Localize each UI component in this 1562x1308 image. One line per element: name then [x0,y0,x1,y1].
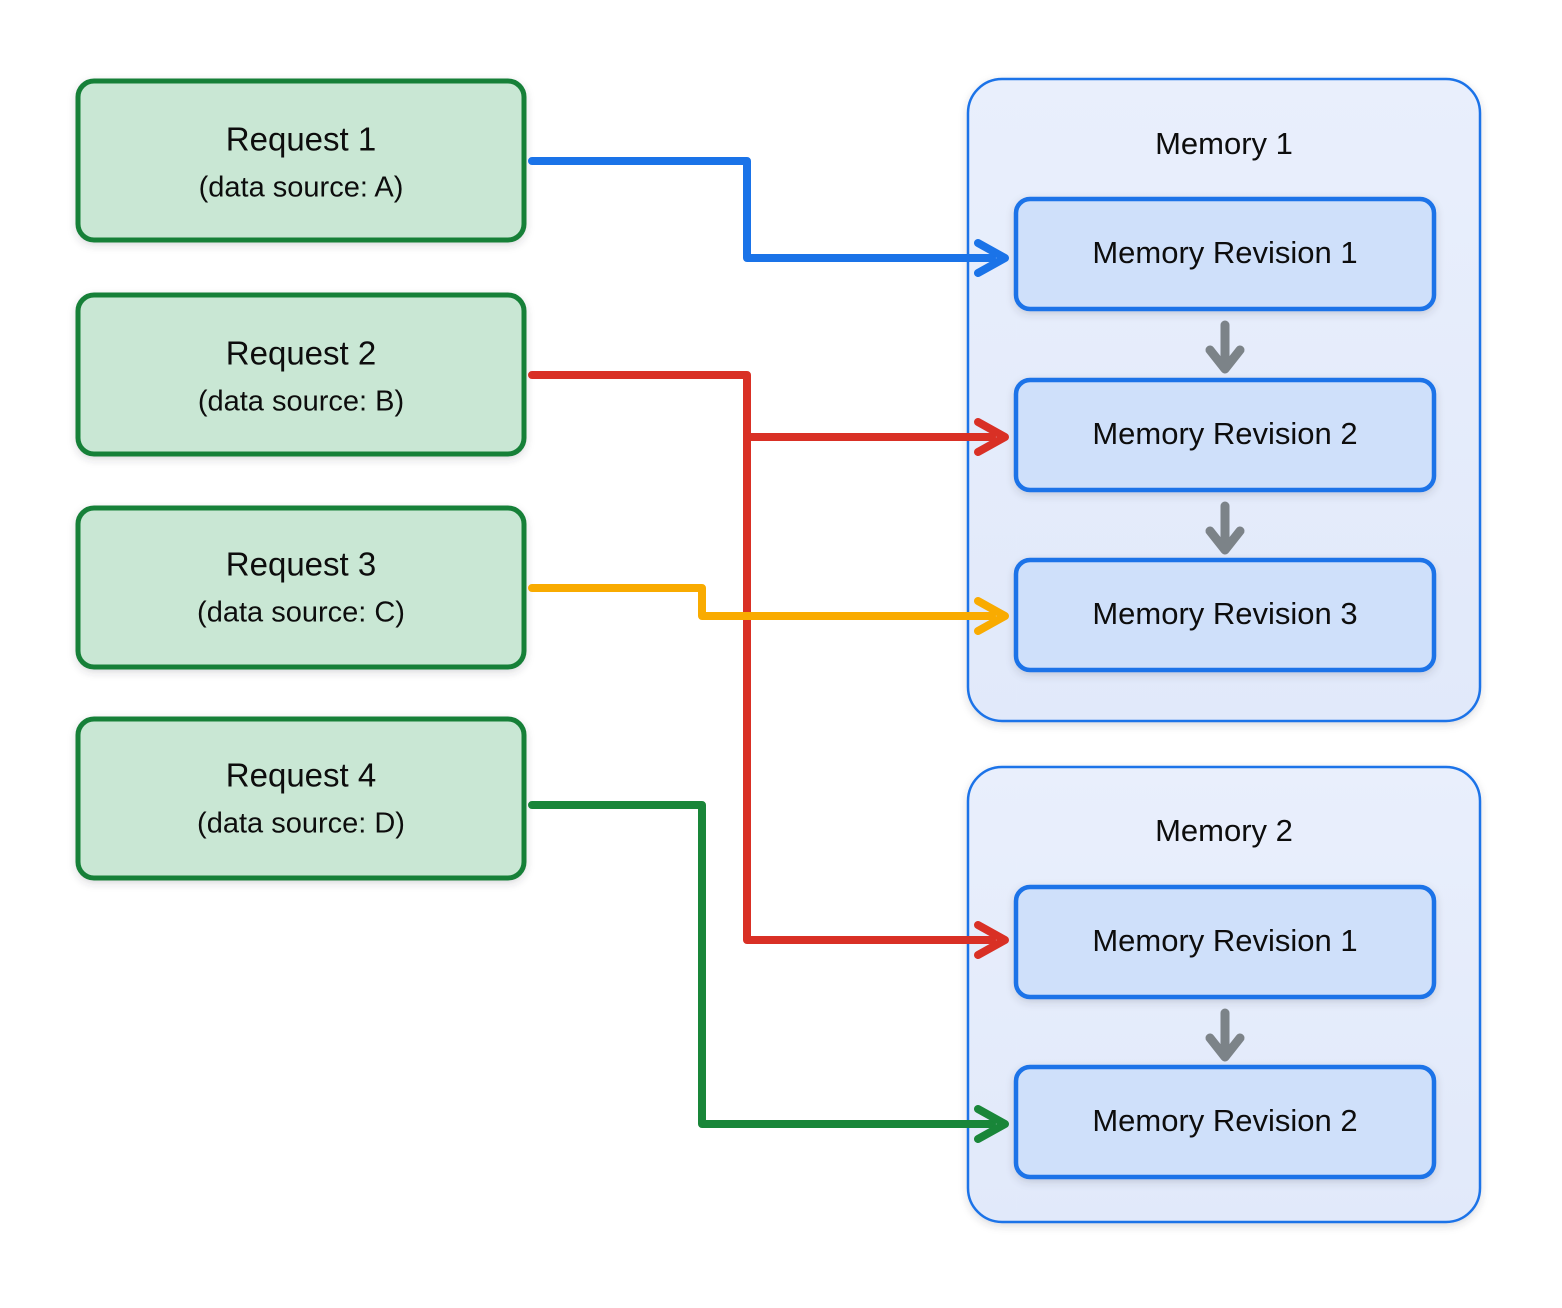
memory-2-revision-box-2-label: Memory Revision 2 [1092,1103,1357,1138]
request-box-4-title: Request 4 [226,757,376,794]
memory-container-1-title: Memory 1 [1155,126,1293,161]
request-box-3-title: Request 3 [226,546,376,583]
memory-2-revision-box-2[interactable]: Memory Revision 2 [1013,1064,1437,1180]
memory-1-flow-arrow-1 [1205,320,1245,374]
request-box-3[interactable]: Request 3 (data source: C) [75,505,527,670]
request-box-3-subtitle: (data source: C) [197,597,405,629]
request-box-1-title: Request 1 [226,121,376,158]
request-box-3-shape [75,505,527,670]
request-box-1-subtitle: (data source: A) [199,172,404,204]
connector-request-2-to-memory-2-revision-1 [743,433,1009,959]
memory-1-revision-box-3[interactable]: Memory Revision 3 [1013,557,1437,673]
memory-1-revision-box-3-label: Memory Revision 3 [1092,596,1357,631]
memory-2-flow-arrow-1 [1205,1008,1245,1062]
connectors-group [528,157,1009,1143]
request-box-2-title: Request 2 [226,335,376,372]
request-box-1[interactable]: Request 1 (data source: A) [75,78,527,243]
request-box-1-shape [75,78,527,243]
memory-2-revision-box-2-shape [1013,1064,1437,1180]
connector-request-4-to-memory-2-revision-2 [528,801,1009,1143]
memory-2-revision-box-1-shape [1013,884,1437,1000]
connector-request-3-to-memory-1-revision-3 [528,584,1009,635]
memory-2-revision-box-1-label: Memory Revision 1 [1092,923,1357,958]
request-boxes-group: Request 1 (data source: A) Request 2 (da… [75,78,527,881]
memory-container-2-title: Memory 2 [1155,813,1293,848]
memory-1-revision-box-3-shape [1013,557,1437,673]
request-box-2-shape [75,292,527,457]
memory-container-2[interactable]: Memory 2 Memory Revision 1 Memory Revisi… [966,765,1482,1224]
memory-1-revision-box-2-shape [1013,377,1437,493]
connector-request-2-to-memory-1-revision-2 [528,371,1009,456]
memory-2-revision-box-1[interactable]: Memory Revision 1 [1013,884,1437,1000]
request-box-4-shape [75,716,527,881]
request-box-2-subtitle: (data source: B) [198,386,404,418]
memory-1-revision-box-1-shape [1013,196,1437,312]
connector-request-1-to-memory-1-revision-1 [528,157,1009,277]
memory-1-revision-box-2-label: Memory Revision 2 [1092,416,1357,451]
request-box-4[interactable]: Request 4 (data source: D) [75,716,527,881]
memory-1-flow-arrow-2 [1205,501,1245,555]
request-box-2[interactable]: Request 2 (data source: B) [75,292,527,457]
memory-1-revision-box-1-label: Memory Revision 1 [1092,235,1357,270]
memory-1-revision-box-1[interactable]: Memory Revision 1 [1013,196,1437,312]
request-box-4-subtitle: (data source: D) [197,808,405,840]
memory-1-revision-box-2[interactable]: Memory Revision 2 [1013,377,1437,493]
memory-container-1[interactable]: Memory 1 Memory Revision 1 Memory Revisi… [966,77,1482,723]
